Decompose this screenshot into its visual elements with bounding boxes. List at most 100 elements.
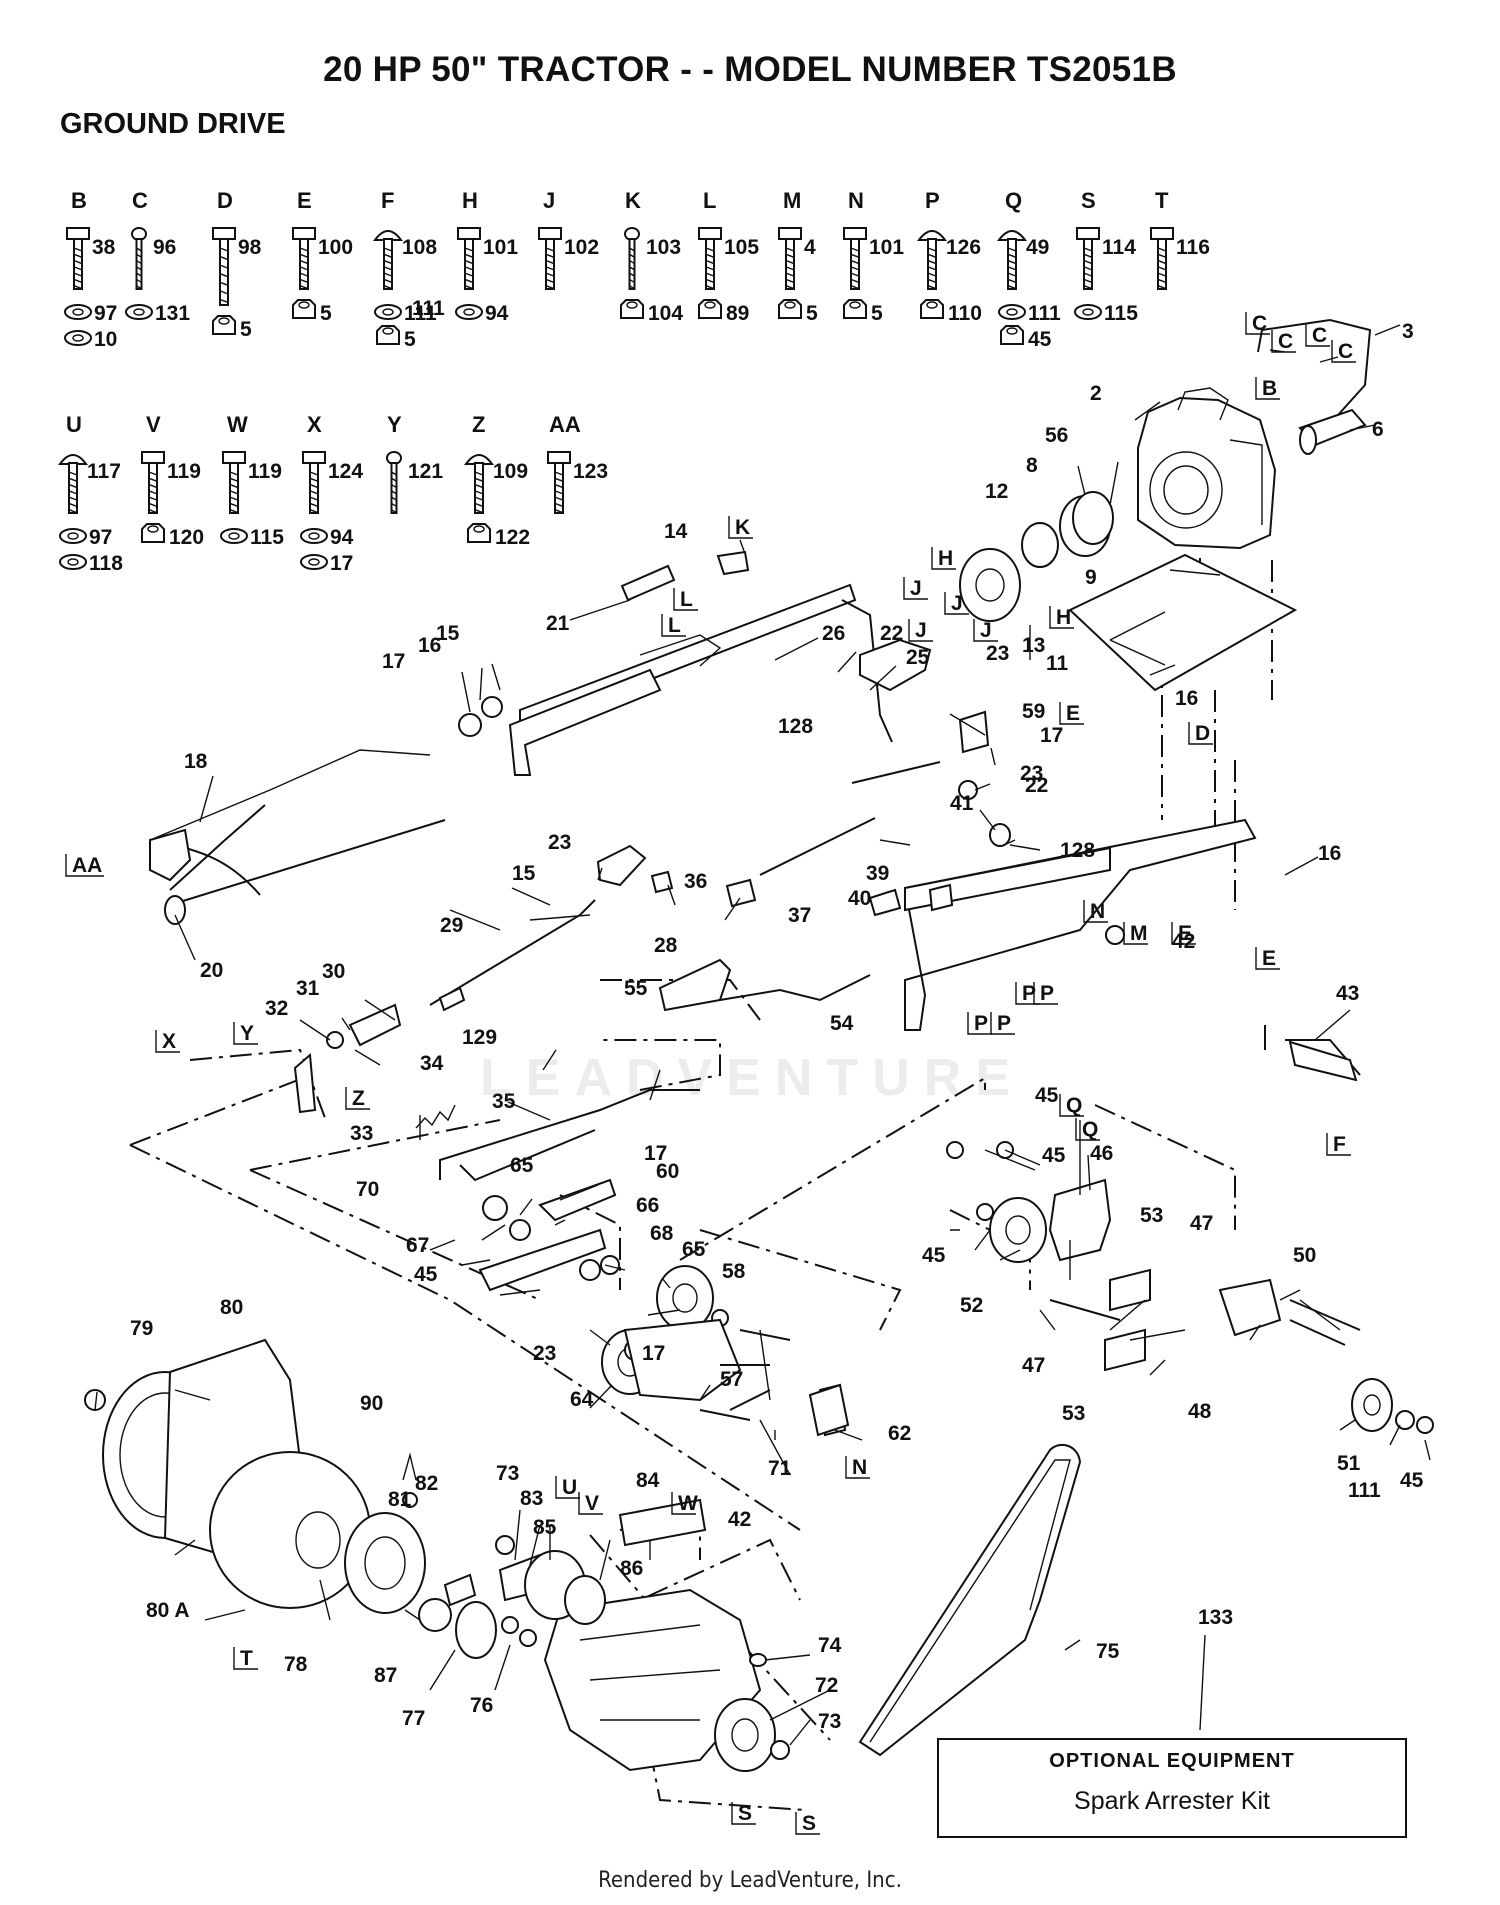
- callout-87: 87: [374, 1664, 397, 1687]
- callout-45a: 45: [1035, 1084, 1059, 1107]
- fastener-shank: [299, 238, 309, 290]
- letter-tag-c2: C: [1271, 330, 1296, 353]
- callout-77: 77: [402, 1707, 425, 1730]
- hardware-legend: B389710C96131D985E1005F1081115H10194J102…: [58, 188, 1210, 575]
- hardware-letter: S: [1081, 188, 1096, 213]
- hardware-letter: Z: [472, 412, 485, 437]
- fastener-shank: [73, 238, 83, 290]
- letter-tag-c3: C: [1305, 324, 1330, 347]
- letter-tag-bracket: [908, 619, 933, 642]
- hardware-letter: B: [71, 188, 87, 213]
- letter-tag-bracket: [1033, 982, 1058, 1005]
- hardware-label: 17: [330, 552, 353, 575]
- fastener-shank: [229, 462, 239, 514]
- letter-tag-text: E: [1178, 922, 1192, 945]
- letter-tag-n1: N: [1083, 900, 1108, 923]
- letter-tag-text: N: [1090, 900, 1105, 923]
- letter-tag-text: C: [1252, 312, 1267, 335]
- callout-3: 3: [1402, 320, 1414, 343]
- callout-53b: 53: [1062, 1402, 1085, 1425]
- letter-tag-text: S: [738, 1802, 752, 1825]
- fastener-shank: [554, 462, 564, 514]
- callout-14: 14: [664, 520, 688, 543]
- hardware-label: 114: [1102, 236, 1136, 259]
- letter-tag-h2: H: [1049, 606, 1074, 629]
- callout-79: 79: [130, 1317, 153, 1340]
- callout-17c: 17: [644, 1142, 667, 1165]
- hardware-label: 126: [946, 236, 981, 259]
- hardware-label: 111: [1028, 302, 1061, 325]
- letter-tag-bracket: [1271, 330, 1296, 353]
- callout-41: 41: [950, 792, 974, 815]
- letter-tag-text: J: [915, 619, 927, 642]
- hardware-label: 97: [89, 526, 112, 549]
- letter-tag-text: M: [1130, 922, 1148, 945]
- callout-56: 56: [1045, 424, 1068, 447]
- hardware-label: 5: [320, 302, 332, 325]
- fastener-shank: [309, 462, 319, 514]
- letter-tag-p3: P: [1015, 982, 1040, 1005]
- callout-73a: 73: [496, 1462, 519, 1485]
- callout-2: 2: [1090, 382, 1102, 405]
- fastener-shank: [705, 238, 715, 290]
- letter-tag-bracket: [1083, 900, 1108, 923]
- callout-66: 66: [636, 1194, 659, 1217]
- fastener-shank: [1083, 238, 1093, 290]
- callout-55: 55: [624, 977, 648, 1000]
- hardware-label: 98: [238, 236, 262, 259]
- hardware-letter: H: [462, 188, 478, 213]
- callout-58: 58: [722, 1260, 746, 1283]
- letter-tag-bracket: [845, 1456, 870, 1479]
- callout-83: 83: [520, 1487, 543, 1510]
- callout-23b: 23: [1020, 762, 1043, 785]
- callout-15b: 15: [512, 862, 536, 885]
- callout-59: 59: [1022, 700, 1045, 723]
- hardware-letter: N: [848, 188, 864, 213]
- callout-45b: 45: [1042, 1144, 1066, 1167]
- callout-50: 50: [1293, 1244, 1316, 1267]
- hardware-letter: Q: [1005, 188, 1022, 213]
- callout-23d: 23: [533, 1342, 556, 1365]
- callout-35: 35: [492, 1090, 516, 1113]
- callout-64: 64: [570, 1388, 594, 1411]
- callout-20: 20: [200, 959, 223, 982]
- hardware-label: 119: [167, 460, 201, 483]
- callout-12: 12: [985, 480, 1008, 503]
- hardware-label: 102: [564, 236, 599, 259]
- letter-tag-bracket: [1245, 312, 1270, 335]
- hardware-label: 122: [495, 526, 530, 549]
- optional-equipment-box: OPTIONAL EQUIPMENT Spark Arrester Kit: [937, 1738, 1407, 1838]
- letter-tag-text: C: [1338, 340, 1353, 363]
- hardware-label: 108: [402, 236, 437, 259]
- letter-tag-text: Q: [1082, 1118, 1098, 1141]
- letter-tag-h1: H: [931, 547, 956, 570]
- hardware-label: 45: [1028, 328, 1052, 351]
- letter-tag-bracket: [1059, 1094, 1084, 1117]
- fastener-shank: [68, 462, 78, 514]
- fastener-shank: [148, 462, 158, 514]
- fastener-shank: [785, 238, 795, 290]
- letter-tag-text: B: [1262, 377, 1277, 400]
- callout-47b: 47: [1022, 1354, 1045, 1377]
- letter-tag-bracket: [1059, 702, 1084, 725]
- letter-tag-bracket: [1171, 922, 1196, 945]
- letter-tag-d1: D: [1188, 722, 1213, 745]
- hardware-letter: U: [66, 412, 82, 437]
- letter-tag-bracket: [1305, 324, 1330, 347]
- callout-51: 51: [1337, 1452, 1361, 1475]
- optional-equipment-item: Spark Arrester Kit: [1074, 1787, 1270, 1815]
- letter-tag-f1: F: [1326, 1133, 1351, 1156]
- callout-33: 33: [350, 1122, 373, 1145]
- letter-tag-text: W: [678, 1492, 698, 1515]
- callout-129: 129: [462, 1026, 497, 1049]
- letter-tag-text: S: [802, 1812, 816, 1835]
- hardware-label: 10: [94, 328, 117, 351]
